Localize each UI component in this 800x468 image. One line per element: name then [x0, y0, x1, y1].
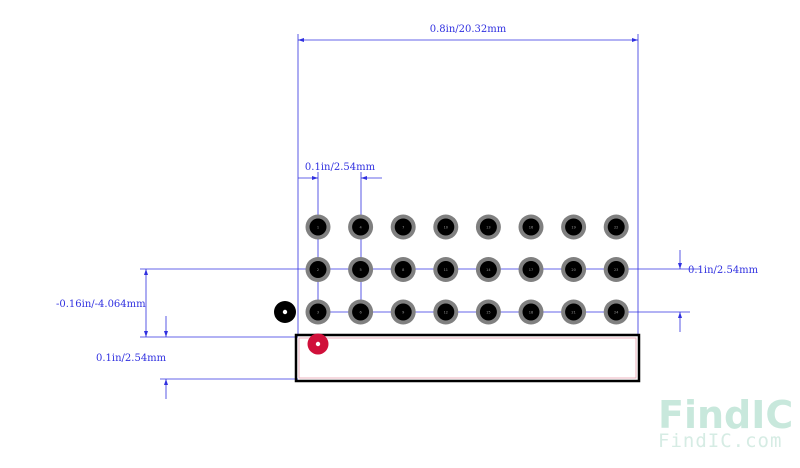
row-offset-label: -0.16in/-4.064mm	[56, 299, 146, 310]
pad: 21	[561, 299, 587, 325]
pad-number: 6	[359, 311, 361, 315]
horizontal-pitch-label: 0.1in/2.54mm	[305, 162, 376, 173]
pad-number: 21	[571, 311, 575, 315]
pad-number: 20	[571, 268, 575, 272]
pad-hole	[565, 261, 583, 278]
pad-number: 12	[444, 311, 448, 315]
dimension-lines	[140, 34, 700, 399]
pad-hole	[437, 218, 455, 236]
pad-hole	[352, 303, 370, 321]
watermark-brand: FindIC	[658, 393, 793, 437]
pad: 5	[348, 257, 374, 282]
pad-number: 24	[614, 311, 619, 315]
pad: 7	[390, 214, 416, 240]
pad-hole	[309, 261, 327, 278]
pad-hole	[437, 261, 455, 278]
pad: 3	[305, 299, 331, 325]
pad: 12	[433, 299, 459, 325]
pad: 13	[475, 214, 501, 240]
pad-number: 1	[317, 226, 319, 230]
pad-hole	[607, 303, 625, 321]
pad-hole	[309, 218, 327, 236]
pad: 15	[475, 299, 501, 325]
pad-number: 11	[444, 268, 448, 272]
pad-number: 2	[317, 268, 319, 272]
pad-hole	[522, 218, 540, 236]
pad-number: 19	[571, 226, 575, 230]
component-outline	[294, 333, 641, 383]
pad: 2	[305, 257, 331, 282]
pad-number: 5	[359, 268, 361, 272]
pad-number: 7	[402, 226, 404, 230]
pad: 23	[603, 257, 629, 282]
pad-number: 4	[359, 226, 362, 230]
pad-hole	[479, 218, 497, 236]
pad-number: 18	[529, 311, 533, 315]
pad-number: 8	[402, 268, 404, 272]
dimension-arrows	[144, 38, 682, 385]
pad: 6	[348, 299, 374, 325]
pad-hole	[394, 261, 412, 278]
pin1-indicator	[274, 301, 296, 323]
pad: 19	[561, 214, 587, 240]
pad: 11	[433, 257, 459, 282]
pad: 22	[603, 214, 629, 240]
pad-hole	[565, 303, 583, 321]
pad: 1	[305, 214, 331, 240]
watermark-url: FindIC.com	[658, 430, 782, 452]
pad-hole	[309, 303, 327, 321]
pad: 10	[433, 214, 459, 240]
pad-hole	[522, 303, 540, 321]
pad-hole	[565, 218, 583, 236]
pad-hole	[522, 261, 540, 278]
pad-number: 9	[402, 311, 404, 315]
pad: 17	[518, 257, 544, 282]
pad-number: 16	[529, 226, 533, 230]
overall-width-label: 0.8in/20.32mm	[430, 24, 507, 35]
pad-hole	[607, 261, 625, 278]
pad: 24	[603, 299, 629, 325]
origin-marker	[307, 333, 329, 355]
pad: 16	[518, 214, 544, 240]
pad: 18	[518, 299, 544, 325]
pad: 4	[348, 214, 374, 240]
pad-number: 10	[444, 226, 448, 230]
pad-hole	[352, 261, 370, 278]
pad-hole	[479, 303, 497, 321]
edge-offset-label: 0.1in/2.54mm	[96, 353, 167, 364]
pad-number: 22	[614, 226, 618, 230]
pad-number: 23	[614, 268, 618, 272]
pad-hole	[479, 261, 497, 278]
pad: 14	[475, 257, 501, 282]
pad-number: 15	[486, 311, 490, 315]
findic-watermark: FindIC FindIC.com	[658, 393, 793, 452]
pad-hole	[394, 303, 412, 321]
pad-number: 3	[317, 311, 319, 315]
pad-hole	[607, 218, 625, 236]
pad-number: 13	[486, 226, 490, 230]
pad-hole	[437, 303, 455, 321]
pad: 9	[390, 299, 416, 325]
pad-number: 14	[486, 268, 491, 272]
pad-hole	[394, 218, 412, 236]
component-inner-outline	[298, 337, 637, 379]
pad-number: 17	[529, 268, 533, 272]
pad: 20	[561, 257, 587, 282]
vertical-pitch-label: 0.1in/2.54mm	[688, 265, 759, 276]
pad-hole	[352, 218, 370, 236]
pad: 8	[390, 257, 416, 282]
